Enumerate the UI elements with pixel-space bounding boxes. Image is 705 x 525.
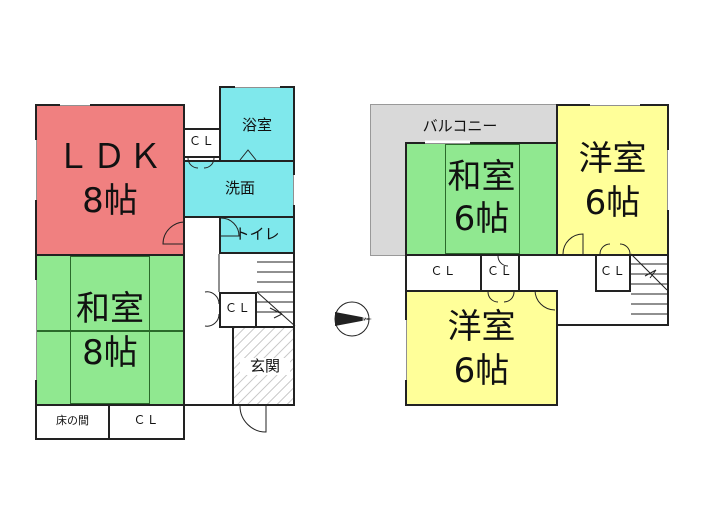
room-washitsu-6	[405, 142, 558, 256]
ldk-size: 8帖	[82, 181, 138, 221]
north-arrow-icon: N	[334, 301, 372, 337]
balcony-name: バルコニー	[422, 117, 498, 135]
genkan-name: 玄関	[240, 357, 290, 376]
ldk-name: ＬＤＫ	[56, 137, 164, 177]
youshitsu-right-name: 洋室	[578, 139, 647, 179]
room-toilet	[219, 216, 295, 254]
tokonoma	[35, 404, 110, 440]
room-ldk	[35, 104, 185, 256]
closet-left-2f-label: ＣＬ	[430, 264, 457, 278]
yokushitsu-name: 浴室	[241, 116, 272, 134]
compass-letter: N	[362, 315, 368, 324]
youshitsu-right-size: 6帖	[584, 183, 641, 223]
washitsu-6-size: 6帖	[453, 199, 510, 239]
room-senmen	[183, 160, 295, 218]
toilet-name: トイレ	[234, 225, 280, 243]
youshitsu-bottom-size: 6帖	[453, 351, 510, 391]
closet-bottom	[108, 404, 185, 440]
room-youshitsu-bottom	[405, 290, 558, 406]
closet-stair-label: ＣＬ	[224, 301, 251, 315]
closet-bottom-label: ＣＬ	[133, 413, 160, 427]
washitsu-8-size: 8帖	[82, 333, 138, 373]
closet-mid-2f-label: ＣＬ	[486, 264, 513, 278]
closet-right-2f	[595, 254, 631, 292]
washitsu-8-name: 和室	[76, 289, 144, 329]
senmen-name: 洗面	[224, 179, 255, 197]
closet-top-label: ＣＬ	[188, 134, 215, 148]
tokonoma-label: 床の間	[56, 414, 89, 427]
youshitsu-bottom-name: 洋室	[447, 307, 516, 347]
closet-mid-2f	[480, 254, 520, 292]
closet-right-2f-label: ＣＬ	[599, 264, 626, 278]
washitsu-6-name: 和室	[447, 157, 516, 197]
